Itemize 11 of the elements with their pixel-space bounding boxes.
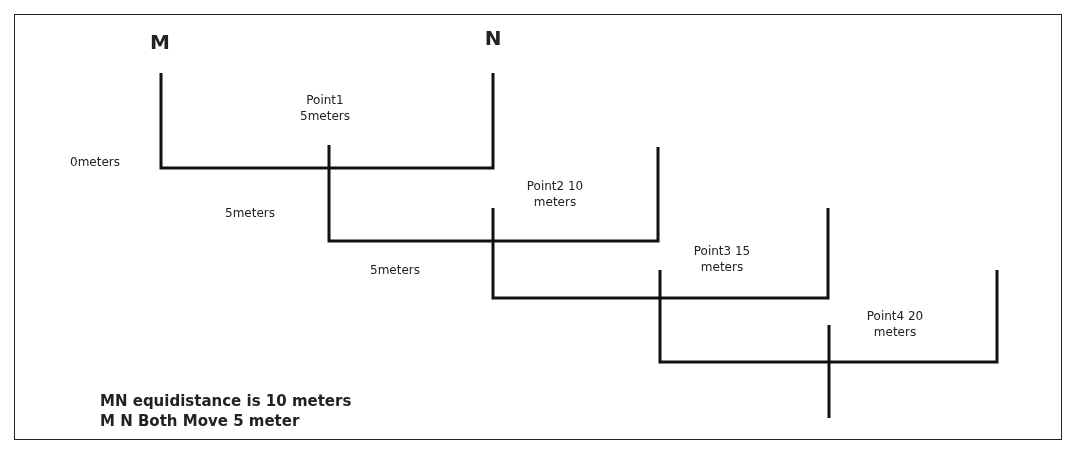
point-label: Point4 20 meters	[865, 308, 925, 340]
electrode-label: N	[483, 30, 503, 46]
distance-label: 0meters	[69, 154, 121, 170]
point-label: Point1 5meters	[299, 92, 351, 124]
note-text: MN equidistance is 10 meters	[100, 393, 353, 409]
distance-label: 5meters	[369, 262, 421, 278]
electrode-label: M	[149, 34, 171, 50]
point-label: Point2 10 meters	[525, 178, 585, 210]
note-text: M N Both Move 5 meter	[100, 413, 301, 429]
distance-label: 5meters	[224, 205, 276, 221]
point-label: Point3 15 meters	[692, 243, 752, 275]
